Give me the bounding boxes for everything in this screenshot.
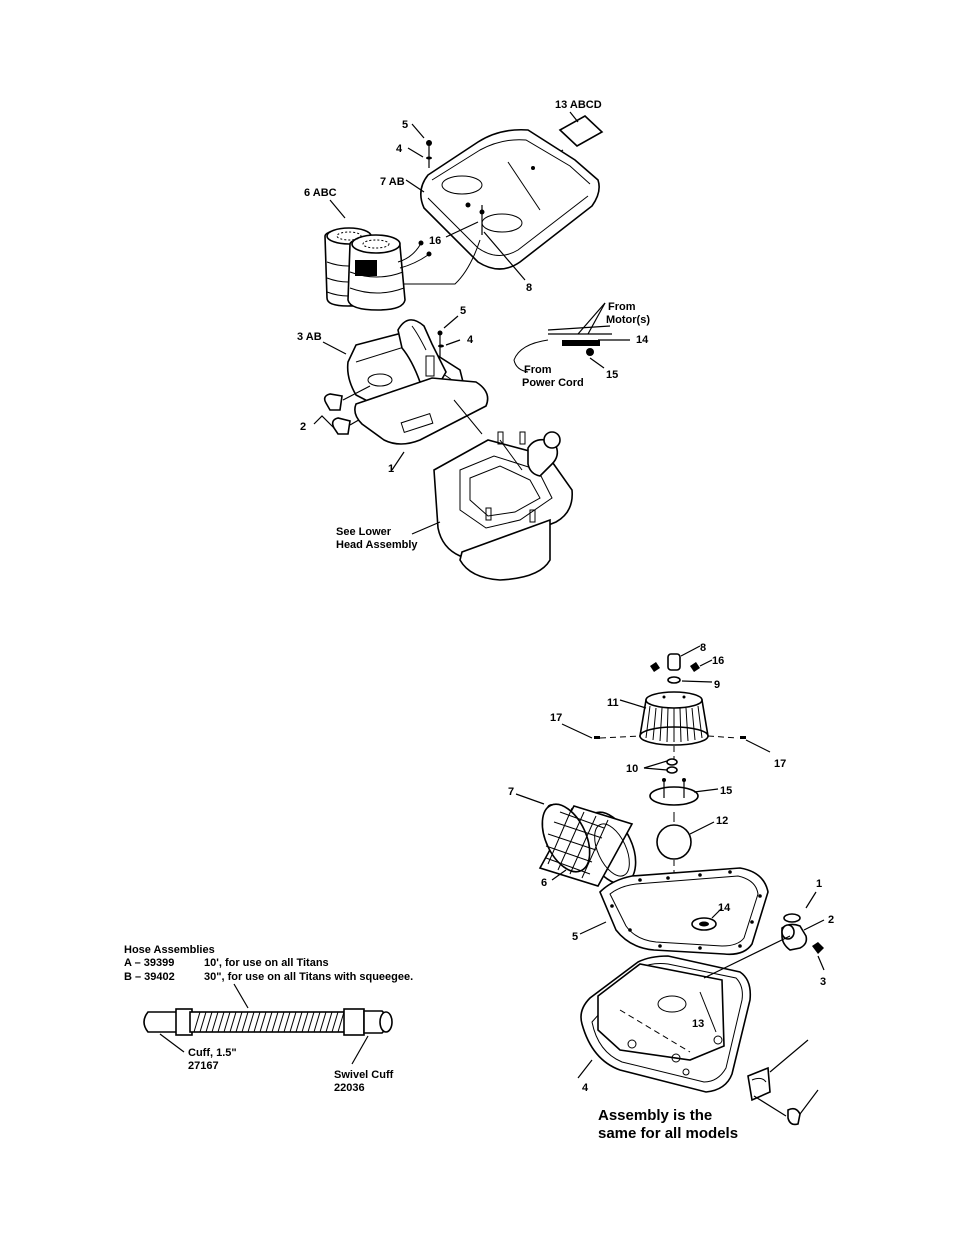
float-cage-part	[619, 691, 709, 746]
part-label: 4	[396, 143, 403, 155]
part-label: 8	[526, 282, 532, 294]
screw-part	[405, 123, 432, 193]
lower-housing-part	[411, 399, 573, 581]
float-cage-hardware-part	[650, 645, 713, 684]
top-cover-part	[420, 128, 600, 270]
part-label: 2	[828, 914, 834, 926]
part-label: 8	[700, 642, 706, 654]
reference-note: Head Assembly	[336, 539, 418, 551]
part-label: 5	[460, 305, 466, 317]
hose-part	[143, 1008, 393, 1036]
part-label: 15	[606, 369, 618, 381]
part-label: 14	[718, 902, 731, 914]
hose-description: 10', for use on all Titans	[204, 957, 329, 969]
part-label: 12	[716, 815, 728, 827]
wire-label: Motor(s)	[606, 314, 650, 326]
float-base-part	[649, 778, 719, 806]
swivel-cuff-label: Swivel Cuff	[334, 1069, 394, 1081]
part-label: 1	[816, 878, 822, 890]
inlet-fitting-part	[781, 891, 825, 971]
wire-label: Power Cord	[522, 377, 584, 389]
cuff-label: Cuff, 1.5"	[188, 1047, 237, 1059]
part-label: 16	[429, 235, 441, 247]
bracket-screw-part	[437, 315, 461, 358]
vacuum-motors-part	[324, 199, 481, 311]
part-label: 2	[300, 421, 306, 433]
gasket-part	[354, 377, 489, 471]
part-label: 17	[550, 712, 562, 724]
wire-connector-part	[513, 302, 630, 373]
gasket-frame-part	[579, 867, 769, 956]
assembly-note: Assembly is the	[598, 1107, 712, 1124]
part-label: 11	[607, 697, 619, 709]
part-label: 9	[714, 679, 720, 691]
part-label: 4	[582, 1082, 589, 1094]
reference-note: See Lower	[336, 526, 392, 538]
cover-screw-part	[445, 205, 526, 281]
part-label: 6 ABC	[304, 187, 337, 199]
part-label: 3	[820, 976, 826, 988]
wire-label: From	[608, 301, 636, 313]
part-label: 7	[508, 786, 514, 798]
washer-part	[643, 758, 678, 774]
hose-code: A – 39399	[124, 957, 174, 969]
part-label: 16	[712, 655, 724, 667]
hose-assemblies: Hose Assemblies A – 39399 10', for use o…	[124, 944, 413, 1094]
part-label: 5	[402, 119, 408, 131]
hose-code: B – 39402	[124, 971, 175, 983]
mount-hardware-part	[747, 1039, 819, 1126]
part-label: 17	[774, 758, 786, 770]
pin-part	[561, 723, 771, 760]
part-label: 15	[720, 785, 732, 797]
hose-title: Hose Assemblies	[124, 944, 215, 956]
part-label: 5	[572, 931, 578, 943]
part-label: 14	[636, 334, 649, 346]
part-label: 13 ABCD	[555, 99, 602, 111]
part-label: 1	[388, 463, 394, 475]
cuff-part-number: 27167	[188, 1060, 219, 1072]
part-label: 10	[626, 763, 638, 775]
wire-label: From	[524, 364, 552, 376]
swivel-cuff-part-number: 22036	[334, 1082, 365, 1094]
part-label: 3 AB	[297, 331, 322, 343]
part-label: 13	[692, 1018, 704, 1030]
base-tank-part	[577, 935, 791, 1093]
part-label: 4	[467, 334, 474, 346]
lower-head-assembly: 8 16 9 11 17 17 10 7 15 12 6 1 14 2 5 3 …	[508, 642, 834, 1142]
filter-part	[515, 793, 637, 887]
assembly-note: same for all models	[598, 1125, 738, 1142]
part-label: 7 AB	[380, 176, 405, 188]
clip-part	[313, 385, 391, 435]
upper-head-assembly: 13 ABCD 5 4 7 AB 6 ABC 16 8 5 4 3 AB 2 1…	[297, 99, 650, 581]
hose-description: 30", for use on all Titans with squeegee…	[204, 971, 413, 983]
part-label: 6	[541, 877, 547, 889]
